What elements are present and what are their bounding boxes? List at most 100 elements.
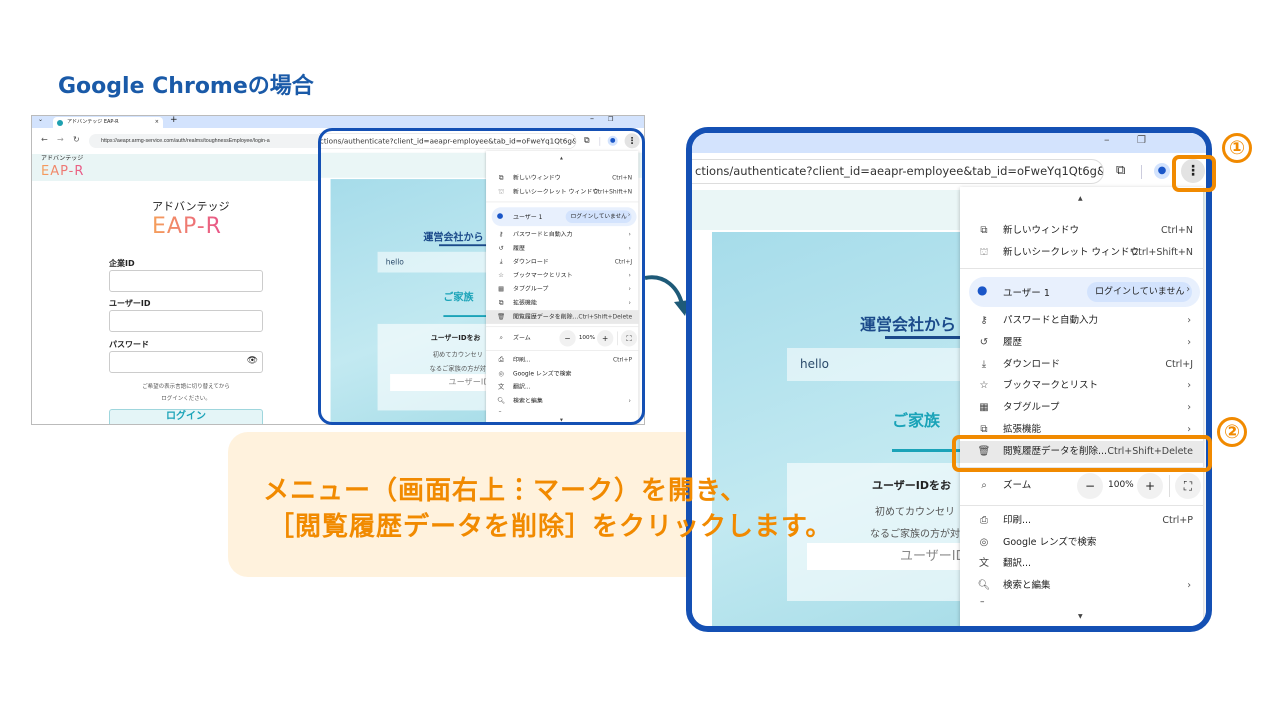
zoom-in-button[interactable]: + [1137, 473, 1163, 499]
browser-tab[interactable]: アドバンテッジ EAP-R × [53, 117, 163, 128]
chevron-right-icon: › [628, 231, 631, 239]
menu-label: 新しいシークレット ウィンドウ [1003, 247, 1140, 258]
find-icon: 🔍︎ [497, 397, 506, 405]
scroll-up-icon[interactable]: ▲ [560, 155, 563, 161]
minimize-icon[interactable]: – [590, 115, 594, 123]
menu-item-find-edit[interactable]: 🔍︎検索と編集› [960, 575, 1203, 597]
address-bar[interactable]: https://aeapr.armg-service.com/auth/real… [89, 134, 319, 148]
menu-item-clear-browsing-data[interactable]: 🗑閲覧履歴データを削除...Ctrl+Shift+Delete [960, 441, 1203, 463]
scroll-down-icon[interactable]: ▼ [560, 417, 563, 423]
more-menu-dots-icon[interactable]: ⋮ [1181, 159, 1205, 183]
sign-in-status-badge: ログインしていません [1087, 282, 1193, 302]
user-id-button[interactable]: ユーザーID [807, 543, 967, 570]
minimize-icon[interactable]: – [1104, 133, 1110, 146]
print-icon: ⎙ [498, 356, 504, 364]
profile-avatar-icon[interactable]: ● [1154, 163, 1170, 179]
menu-item-tab-groups[interactable]: ▦タブグループ› [486, 283, 638, 297]
more-menu-dots-icon[interactable]: ⋮ [624, 133, 640, 149]
user-id-button[interactable]: ユーザーID [390, 374, 491, 391]
zoomed-browser: – ❐ ctions/authenticate?client_id=aeapr-… [686, 127, 1212, 632]
menu-item-google-lens[interactable]: ◎ Google レンズで検索 [486, 367, 638, 381]
menu-label: Google レンズで検索 [512, 370, 572, 378]
chevron-right-icon: › [627, 211, 631, 219]
password-input[interactable]: 👁 [109, 351, 263, 373]
new-window-icon: ⧉ [498, 174, 504, 182]
menu-item-extensions[interactable]: ⧉拡張機能› [960, 419, 1203, 441]
toolbar: ctions/authenticate?client_id=aeapr-empl… [319, 129, 644, 153]
chevron-right-icon: › [628, 271, 631, 279]
user-id-input[interactable] [109, 310, 263, 332]
partial-menu-item: – [980, 597, 985, 607]
menu-item-print[interactable]: ⎙印刷...Ctrl+P [486, 353, 638, 367]
menu-item-print[interactable]: ⎙印刷...Ctrl+P [960, 510, 1203, 532]
extensions-puzzle-icon[interactable]: ⧉ [583, 135, 590, 146]
extensions-puzzle-icon[interactable]: ⧉ [1116, 163, 1126, 178]
menu-item-history[interactable]: ↺履歴› [960, 332, 1203, 354]
menu-item-extensions[interactable]: ⧉拡張機能› [486, 296, 638, 310]
login-button[interactable]: ログイン [109, 409, 263, 424]
menu-item-clear-browsing-data[interactable]: 🗑閲覧履歴データを削除...Ctrl+Shift+Delete [486, 310, 639, 324]
key-icon: ⚷ [980, 315, 988, 326]
incognito-icon: ⛫ [979, 247, 989, 258]
menu-item-find-edit[interactable]: 🔍︎検索と編集› [486, 394, 638, 408]
company-id-input[interactable] [109, 270, 263, 292]
zoom-level: 100% [1108, 480, 1134, 490]
menu-shortcut: Ctrl+Shift+N [593, 188, 633, 196]
forward-icon[interactable]: → [57, 135, 64, 144]
restore-icon[interactable]: ❐ [1137, 135, 1146, 146]
chevron-right-icon: › [1186, 284, 1190, 295]
zoom-out-button[interactable]: − [559, 330, 576, 347]
restore-icon[interactable]: ❐ [608, 116, 614, 123]
menu-item-tab-groups[interactable]: ▦タブグループ› [960, 397, 1203, 419]
zoom-in-button[interactable]: + [597, 330, 614, 347]
menu-shortcut: Ctrl+J [614, 258, 633, 266]
menu-item-profile[interactable]: ● ユーザー 1 ログインしていません › [491, 207, 637, 227]
menu-item-profile[interactable]: ● ユーザー 1 ログインしていません › [969, 277, 1200, 307]
menu-item-bookmarks[interactable]: ☆ブックマークとリスト› [960, 375, 1203, 397]
notice-box: hello [377, 251, 491, 273]
new-tab-icon[interactable]: + [170, 115, 178, 125]
reload-icon[interactable]: ↻ [73, 135, 80, 144]
menu-label: タブグループ [1003, 402, 1060, 413]
scroll-down-icon[interactable]: ▼ [1078, 613, 1083, 620]
fullscreen-button[interactable]: ⛶ [620, 330, 638, 347]
close-tab-icon[interactable]: × [154, 119, 159, 125]
menu-item-passwords[interactable]: ⚷パスワードと自動入力› [960, 310, 1203, 332]
person-icon: ● [496, 211, 504, 220]
address-bar[interactable]: ctions/authenticate?client_id=aeapr-empl… [319, 133, 577, 149]
url-text: ctions/authenticate?client_id=aeapr-empl… [319, 136, 576, 146]
back-icon[interactable]: ← [41, 135, 48, 144]
menu-label: 新しいシークレット ウィンドウ [512, 188, 599, 196]
instruction-line-1: メニュー（画面右上︙マーク）を開き、 [263, 476, 748, 506]
menu-label: 履歴 [1003, 337, 1023, 348]
lens-icon: ◎ [498, 370, 504, 378]
profile-avatar-icon[interactable]: ● [607, 135, 618, 146]
tab-search-chevron-icon[interactable]: ⌄ [38, 116, 44, 123]
login-button-label: ログイン [166, 411, 206, 422]
key-icon: ⚷ [498, 231, 504, 239]
instruction-line-2: ［閲覧履歴データを削除］をクリックします。 [268, 512, 833, 542]
menu-item-history[interactable]: ↺履歴› [486, 242, 638, 256]
family-title: ユーザーIDをお [430, 333, 481, 343]
fullscreen-button[interactable]: ⛶ [1175, 473, 1201, 499]
language-notice-2: ログインください。 [161, 396, 211, 402]
menu-item-translate[interactable]: 文翻訳... [486, 380, 638, 394]
show-password-eye-icon[interactable]: 👁 [246, 356, 258, 366]
menu-divider [960, 505, 1203, 506]
menu-item-bookmarks[interactable]: ☆ブックマークとリスト› [486, 269, 638, 283]
menu-item-passwords[interactable]: ⚷パスワードと自動入力› [486, 228, 638, 242]
address-bar[interactable]: ctions/authenticate?client_id=aeapr-empl… [692, 159, 1104, 184]
zoom-out-button[interactable]: − [1077, 473, 1103, 499]
menu-item-translate[interactable]: 文翻訳... [960, 553, 1203, 575]
zoom-level: 100% [578, 334, 595, 341]
menu-item-google-lens[interactable]: ◎Google レンズで検索 [960, 532, 1203, 554]
toolbar-divider [1141, 165, 1142, 179]
scroll-up-icon[interactable]: ▲ [1078, 195, 1083, 202]
menu-shortcut: Ctrl+J [1165, 359, 1193, 370]
